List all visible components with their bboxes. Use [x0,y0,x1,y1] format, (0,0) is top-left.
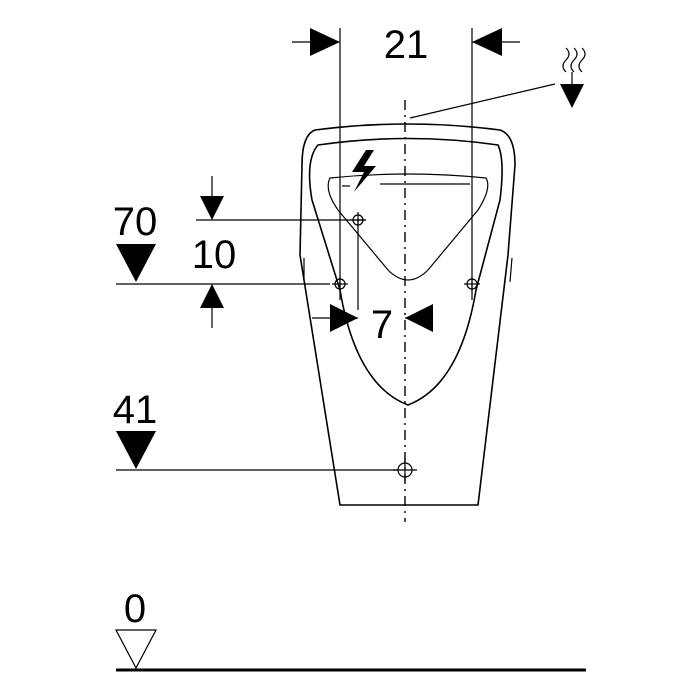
arrow-left-icon [472,28,502,56]
arrow-left-icon-7 [405,304,433,332]
dimension-41: 41 [113,388,397,471]
dimension-label-21: 21 [384,23,429,67]
dimension-7: 7 [312,303,433,347]
dimension-label-0: 0 [124,587,146,631]
mounting-holes [332,212,480,482]
dimension-21: 21 [292,23,520,300]
lightning-icon [342,150,470,192]
level-marker-icon-0 [115,629,157,670]
level-marker-icon-41 [116,431,156,469]
dimension-label-41: 41 [113,388,158,432]
floor-level: 0 [115,587,586,672]
dimension-label-7: 7 [371,303,393,347]
hole-lower-left [332,276,348,292]
dimension-label-10: 10 [192,233,237,277]
level-marker-icon-70 [116,244,156,282]
arrow-down-icon [200,196,224,220]
water-supply-icon [409,47,586,119]
arrow-right-icon-7 [330,304,358,332]
arrow-up-icon [200,284,224,308]
dimension-label-70: 70 [113,200,158,244]
arrow-right-icon [310,28,340,56]
hole-lower-right [464,276,480,292]
dimension-70-10: 70 10 [113,176,366,328]
